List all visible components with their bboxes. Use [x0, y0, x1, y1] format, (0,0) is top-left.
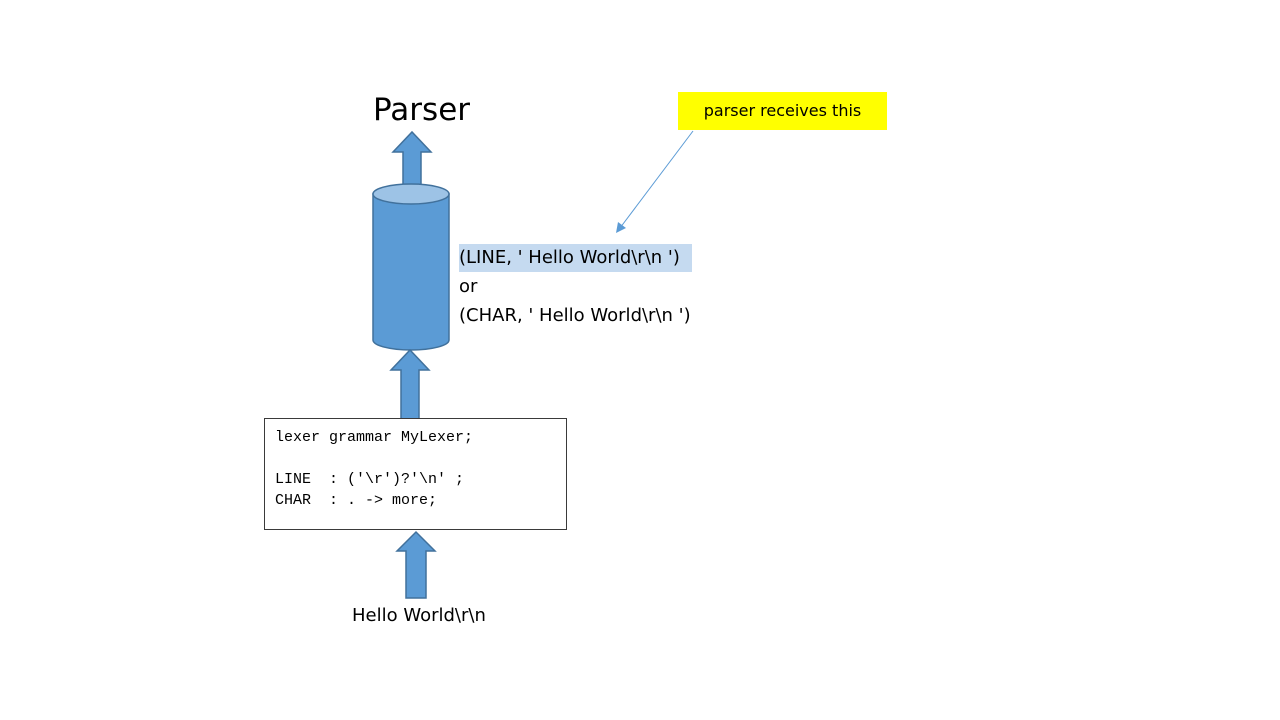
grammar-line-4: CHAR : . -> more;	[275, 492, 438, 509]
token-or: or	[459, 276, 478, 297]
grammar-line-1: lexer grammar MyLexer;	[275, 429, 474, 446]
callout-note: parser receives this	[678, 92, 887, 130]
token-line: (LINE, ' Hello World\r\n ')	[459, 244, 692, 272]
arrow-input-to-lexer	[395, 530, 437, 599]
arrow-lexer-to-stream	[389, 348, 431, 421]
parser-title: Parser	[373, 92, 471, 128]
callout-pointer-line	[619, 130, 694, 229]
callout-pointer-arrowhead	[616, 222, 626, 233]
token-char: (CHAR, ' Hello World\r\n ')	[459, 305, 691, 326]
token-stream-cylinder	[372, 183, 450, 351]
grammar-line-2	[275, 448, 556, 469]
lexer-grammar-box: lexer grammar MyLexer; LINE : ('\r')?'\n…	[264, 418, 567, 530]
grammar-line-3: LINE : ('\r')?'\n' ;	[275, 471, 465, 488]
input-text: Hello World\r\n	[352, 605, 486, 626]
